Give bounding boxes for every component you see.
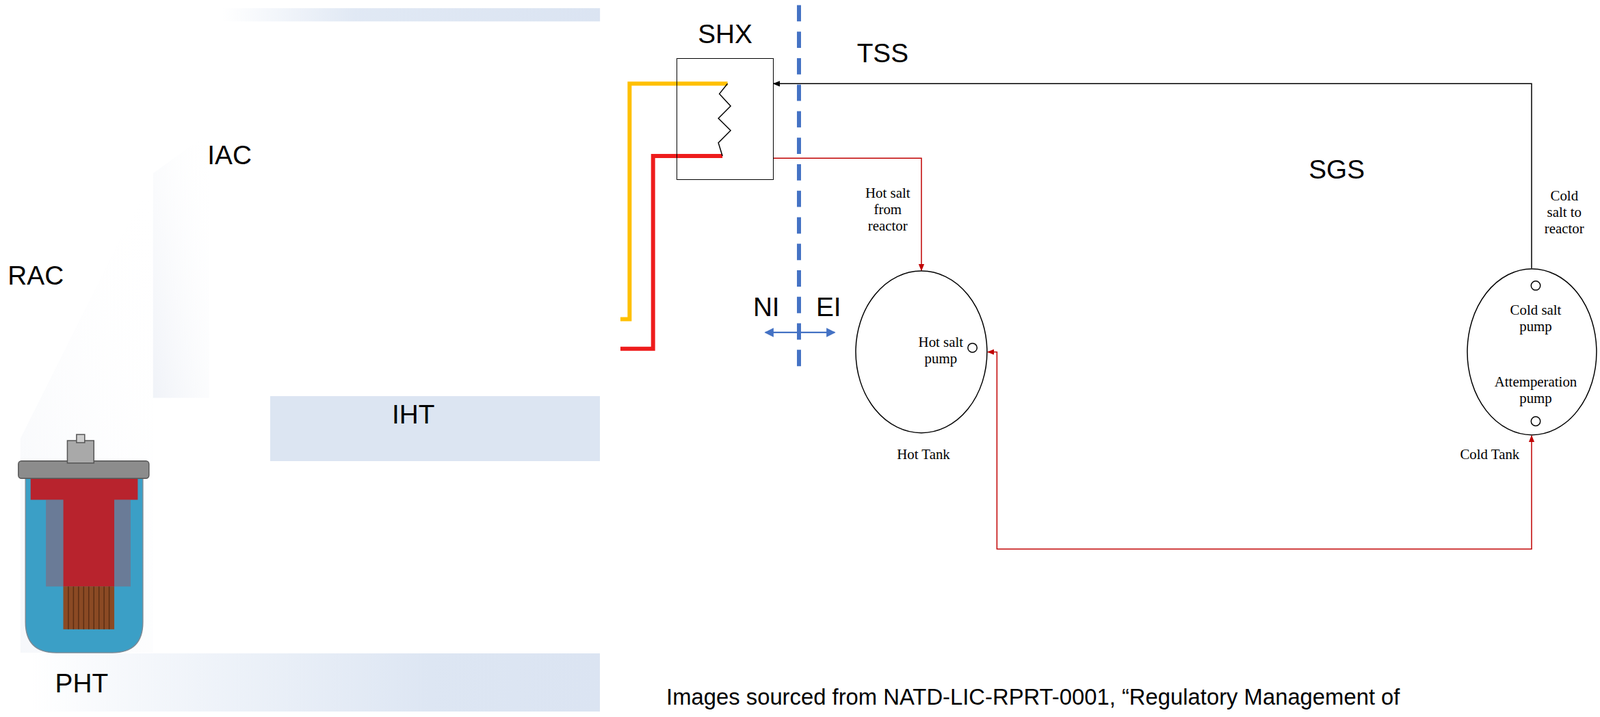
faint-shading: [153, 132, 210, 399]
flow-label: Cold salt to reactor: [1539, 187, 1590, 237]
region-label: TSS: [857, 37, 909, 69]
heat-exchanger-box: SHX: [676, 58, 774, 180]
region-label: RAC: [7, 259, 64, 291]
flow-line: [773, 158, 922, 271]
node-label: SHX: [679, 19, 771, 50]
flow-label: Hot salt from reactor: [857, 184, 919, 234]
tank-ellipse: [1467, 268, 1597, 436]
system-band: PHT: [30, 653, 600, 712]
node-label: IHT: [367, 398, 459, 430]
cold-tank: Cold salt pumpAttemperation pumpCold Tan…: [1466, 268, 1598, 436]
region-label: SGS: [1308, 153, 1365, 185]
tank-outline: [855, 270, 988, 434]
reactor-vessel: [18, 434, 150, 653]
region-label: NI: [753, 292, 780, 323]
top-band: [222, 8, 600, 22]
boundary-arrow: [765, 331, 835, 334]
region-label: IAC: [207, 139, 252, 171]
faint-shading: [20, 173, 154, 653]
source-caption: Images sourced from NATD-LIC-RPRT-0001, …: [666, 684, 1400, 711]
node-label: Attemperation pump: [1488, 373, 1583, 407]
node-label: Hot Tank: [867, 446, 980, 463]
node-label: PHT: [35, 668, 128, 700]
pump-symbol: [1530, 416, 1540, 426]
component-label: Cold salt pump: [1494, 301, 1577, 335]
tank-outline: [1466, 268, 1598, 436]
hot-tank: Hot salt pumpHot Tank: [855, 270, 988, 434]
pump-symbol: [967, 343, 977, 353]
flow-line: [987, 352, 1532, 550]
yellow-feed-line: [620, 83, 728, 319]
flow-line: [773, 83, 1532, 269]
red-feed-line: [620, 155, 723, 349]
boundary-line: [796, 4, 802, 373]
region-label: EI: [816, 292, 842, 323]
pump-symbol: [1530, 281, 1540, 291]
heat-exchanger-coil: [718, 83, 731, 156]
system-band: IHT: [270, 396, 600, 462]
tank-ellipse: [855, 270, 988, 434]
component-label: Hot salt pump: [911, 333, 971, 367]
node-label: Cold Tank: [1433, 446, 1546, 463]
